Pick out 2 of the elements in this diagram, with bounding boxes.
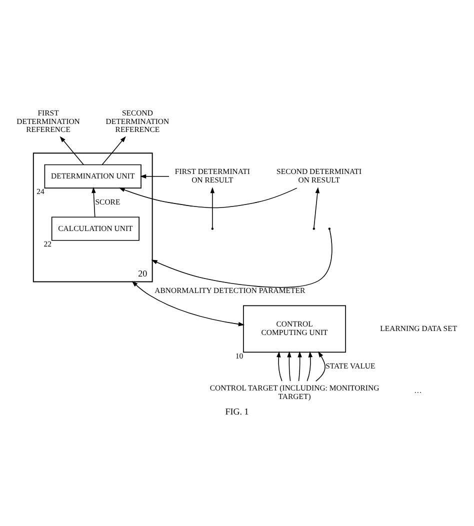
caption: FIG. 1: [225, 406, 249, 416]
node-label: 20: [138, 268, 148, 279]
